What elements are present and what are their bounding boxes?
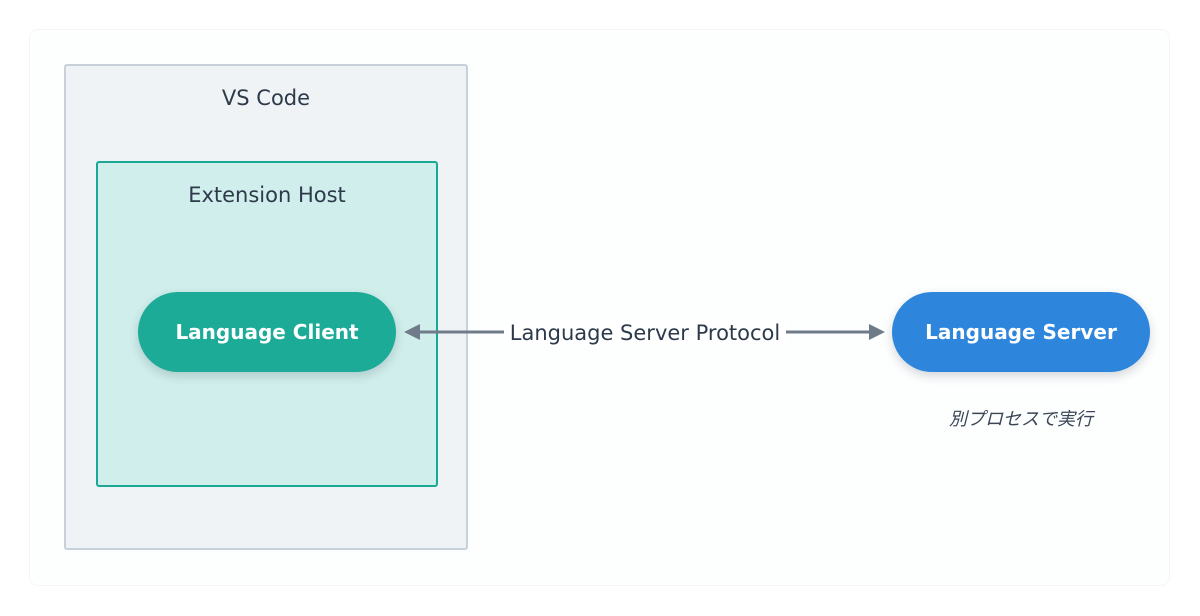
arrowhead-right [869, 324, 885, 340]
language-server-label: Language Server [925, 320, 1117, 344]
language-client-node: Language Client [138, 292, 396, 372]
server-process-note: 別プロセスで実行 [949, 409, 1093, 430]
protocol-label: Language Server Protocol [504, 320, 786, 346]
language-server-node: Language Server [892, 292, 1150, 372]
extension-host-title: Extension Host [188, 183, 346, 207]
language-client-label: Language Client [175, 320, 359, 344]
vscode-title: VS Code [221, 86, 311, 110]
arrowhead-left [404, 324, 420, 340]
